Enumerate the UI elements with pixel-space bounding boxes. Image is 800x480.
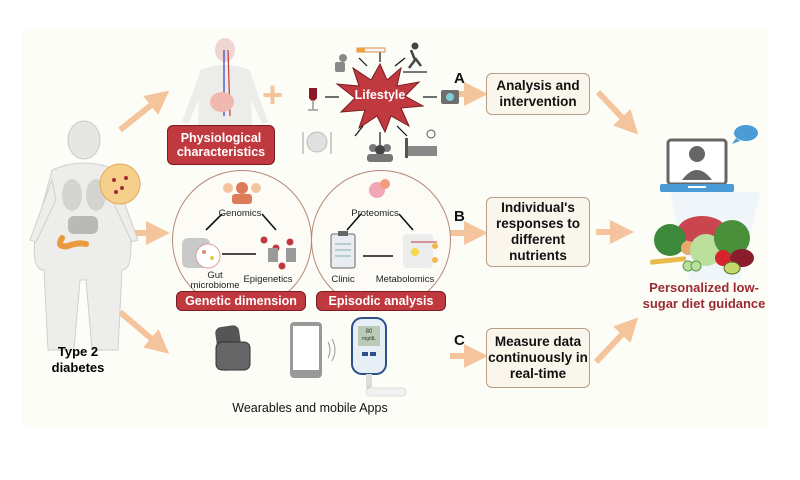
episodic-circle-illustrations — [330, 179, 438, 269]
lifestyle-label: Lifestyle — [354, 88, 406, 102]
gut-microbiome-icon — [182, 238, 221, 269]
stressed-person-icon — [335, 54, 347, 72]
patient-label: Type 2 diabetes — [51, 344, 105, 376]
outcome-label: Personalized low-sugar diet guidance — [642, 280, 766, 311]
glucometer-reading: 80 — [365, 329, 373, 335]
healthy-food-icon — [650, 216, 754, 275]
glucometer-icon — [351, 317, 407, 397]
pathway-c-letter: C — [454, 332, 465, 349]
cabbage — [690, 234, 722, 266]
glucometer-unit: mg/dL — [362, 336, 376, 342]
episodic-analysis-label: Episodic analysis — [316, 291, 446, 311]
pathway-c-box: Measure data continuously in real-time — [486, 328, 590, 388]
tomato — [715, 250, 731, 266]
sleep-bed-icon — [405, 129, 437, 158]
carrots — [650, 256, 687, 265]
epigenetics-icon — [260, 236, 296, 270]
pathway-a-box: Analysis and intervention — [486, 73, 590, 115]
clinic-label: Clinic — [331, 274, 355, 285]
pathway-a-letter: A — [454, 70, 465, 87]
pathway-b-box: Individual's responses to different nutr… — [486, 197, 590, 267]
wine-glass-icon — [308, 88, 318, 111]
wearables-illustrations — [215, 317, 407, 397]
social-group-icon — [367, 144, 393, 162]
wearables-label: Wearables and mobile Apps — [232, 401, 388, 415]
smartphone-icon — [290, 322, 336, 378]
lifestyle-factor-icons — [302, 42, 459, 162]
proteomics-icon — [369, 179, 390, 198]
smartwatch-icon — [215, 325, 251, 371]
broccoli — [654, 224, 686, 256]
gut-microbiome-label: Gut microbiome — [185, 271, 245, 291]
kale — [714, 220, 750, 256]
gut-microbiome-text: Gut microbiome — [190, 270, 240, 291]
plate-icon — [302, 131, 332, 154]
telehealth-laptop-icon — [660, 125, 760, 280]
runner-icon — [403, 42, 427, 73]
genomics-label: Genomics — [218, 208, 262, 219]
arrow-a-to-outcome — [595, 89, 639, 135]
clinic-clipboard-icon — [330, 231, 356, 269]
lifestyle-burst-icon — [335, 62, 425, 134]
arrow-patient-to-physiological — [118, 90, 170, 133]
proteomics-label: Proteomics — [351, 208, 399, 219]
metabolomics-icon — [403, 234, 438, 268]
first-aid-kit-icon — [441, 90, 459, 104]
metabolomics-label: Metabolomics — [375, 274, 435, 285]
genetic-circle-illustrations — [182, 182, 296, 270]
plus-sign: + — [262, 74, 284, 115]
genetic-dimension-label: Genetic dimension — [176, 291, 306, 311]
arrow-c-to-outcome — [593, 317, 639, 365]
epigenetics-label: Epigenetics — [243, 274, 293, 285]
arrow-patient-to-wearables — [118, 309, 170, 354]
genomics-people-icon — [223, 182, 261, 204]
physiological-characteristics-label: Physiological characteristics — [167, 125, 275, 165]
human-anatomy-icon — [182, 38, 268, 126]
patient-body-icon — [29, 120, 141, 351]
pathway-b-letter: B — [454, 208, 465, 225]
